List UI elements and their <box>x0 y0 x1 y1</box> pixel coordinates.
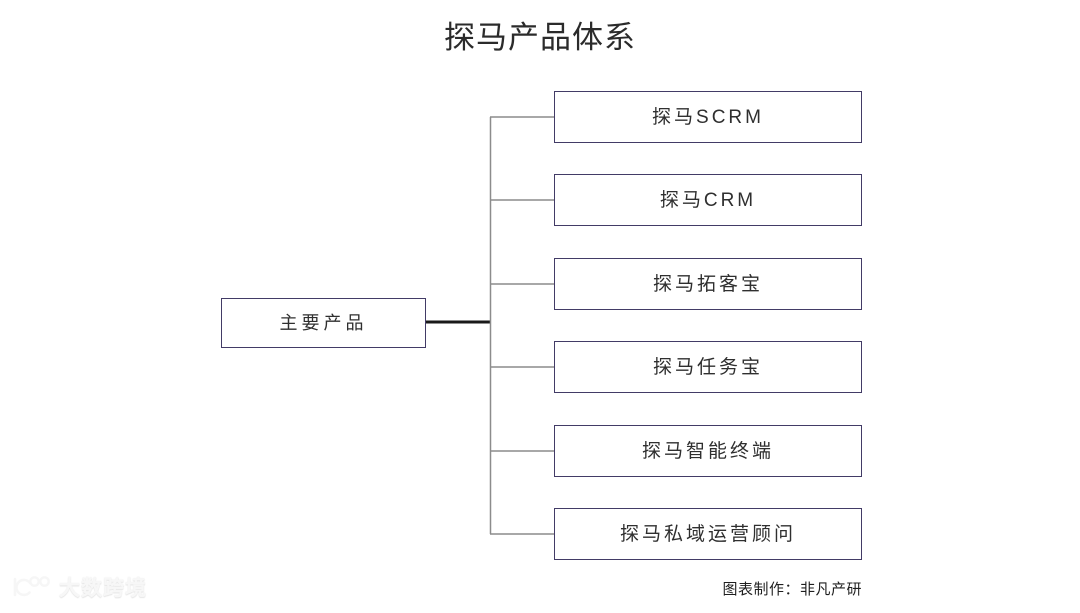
node-label: 探马智能终端 <box>641 440 774 462</box>
chart-credit-caption: 图表制作：非凡产研 <box>722 581 862 598</box>
watermark: 大数跨境 <box>10 572 147 602</box>
page-title: 探马产品体系 <box>444 20 636 55</box>
node-label: 探马拓客宝 <box>652 273 763 295</box>
node-tanma-tuokebao[interactable]: 探马拓客宝 <box>554 258 862 310</box>
node-tanma-renwubao[interactable]: 探马任务宝 <box>554 341 862 393</box>
node-tanma-private-domain-advisor[interactable]: 探马私域运营顾问 <box>554 508 862 560</box>
root-node-main-products[interactable]: 主要产品 <box>221 298 426 348</box>
node-tanma-crm[interactable]: 探马CRM <box>554 174 862 226</box>
node-label: 探马私域运营顾问 <box>619 523 796 545</box>
node-label: 探马SCRM <box>652 106 764 128</box>
node-tanma-scrm[interactable]: 探马SCRM <box>554 91 862 143</box>
root-node-label: 主要产品 <box>279 313 368 333</box>
dashu-kuajing-logo-icon <box>13 576 50 597</box>
node-label: 探马CRM <box>659 189 757 211</box>
watermark-text: 大数跨境 <box>59 577 147 600</box>
node-label: 探马任务宝 <box>652 356 763 378</box>
node-tanma-smart-terminal[interactable]: 探马智能终端 <box>554 425 862 477</box>
